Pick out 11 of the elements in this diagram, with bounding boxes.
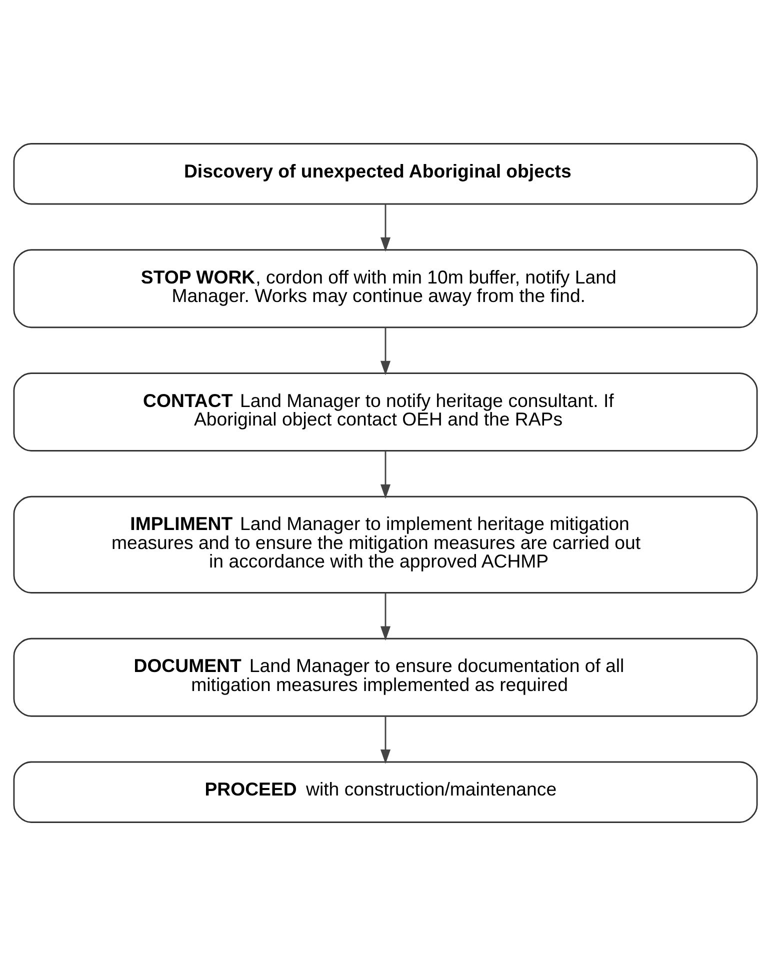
node-box: CONTACT Land Manager to notify heritage consultant. If Aboriginal object contact OEH and the RAPs [13,372,758,451]
arrow [380,204,391,252]
node-box: DOCUMENT Land Manager to ensure documentation of all mitigation measures implemented as required [13,637,758,716]
node-box: PROCEED with construction/maintenance [13,760,758,822]
arrow [380,716,391,764]
arrow [380,592,391,640]
node-box: STOP WORK, cordon off with min 10m buffer, notify Land Manager. Works may continue away from the find. [13,248,758,328]
node-box: Discovery of unexpected Aboriginal objects [13,142,758,204]
node-box: IMPLIMENT Land Manager to implement heritage mitigation measures and to ensure the mitigation measures are carried out in accordance with the approved ACHMP [13,495,758,593]
arrow [380,327,391,375]
arrow [380,450,391,498]
